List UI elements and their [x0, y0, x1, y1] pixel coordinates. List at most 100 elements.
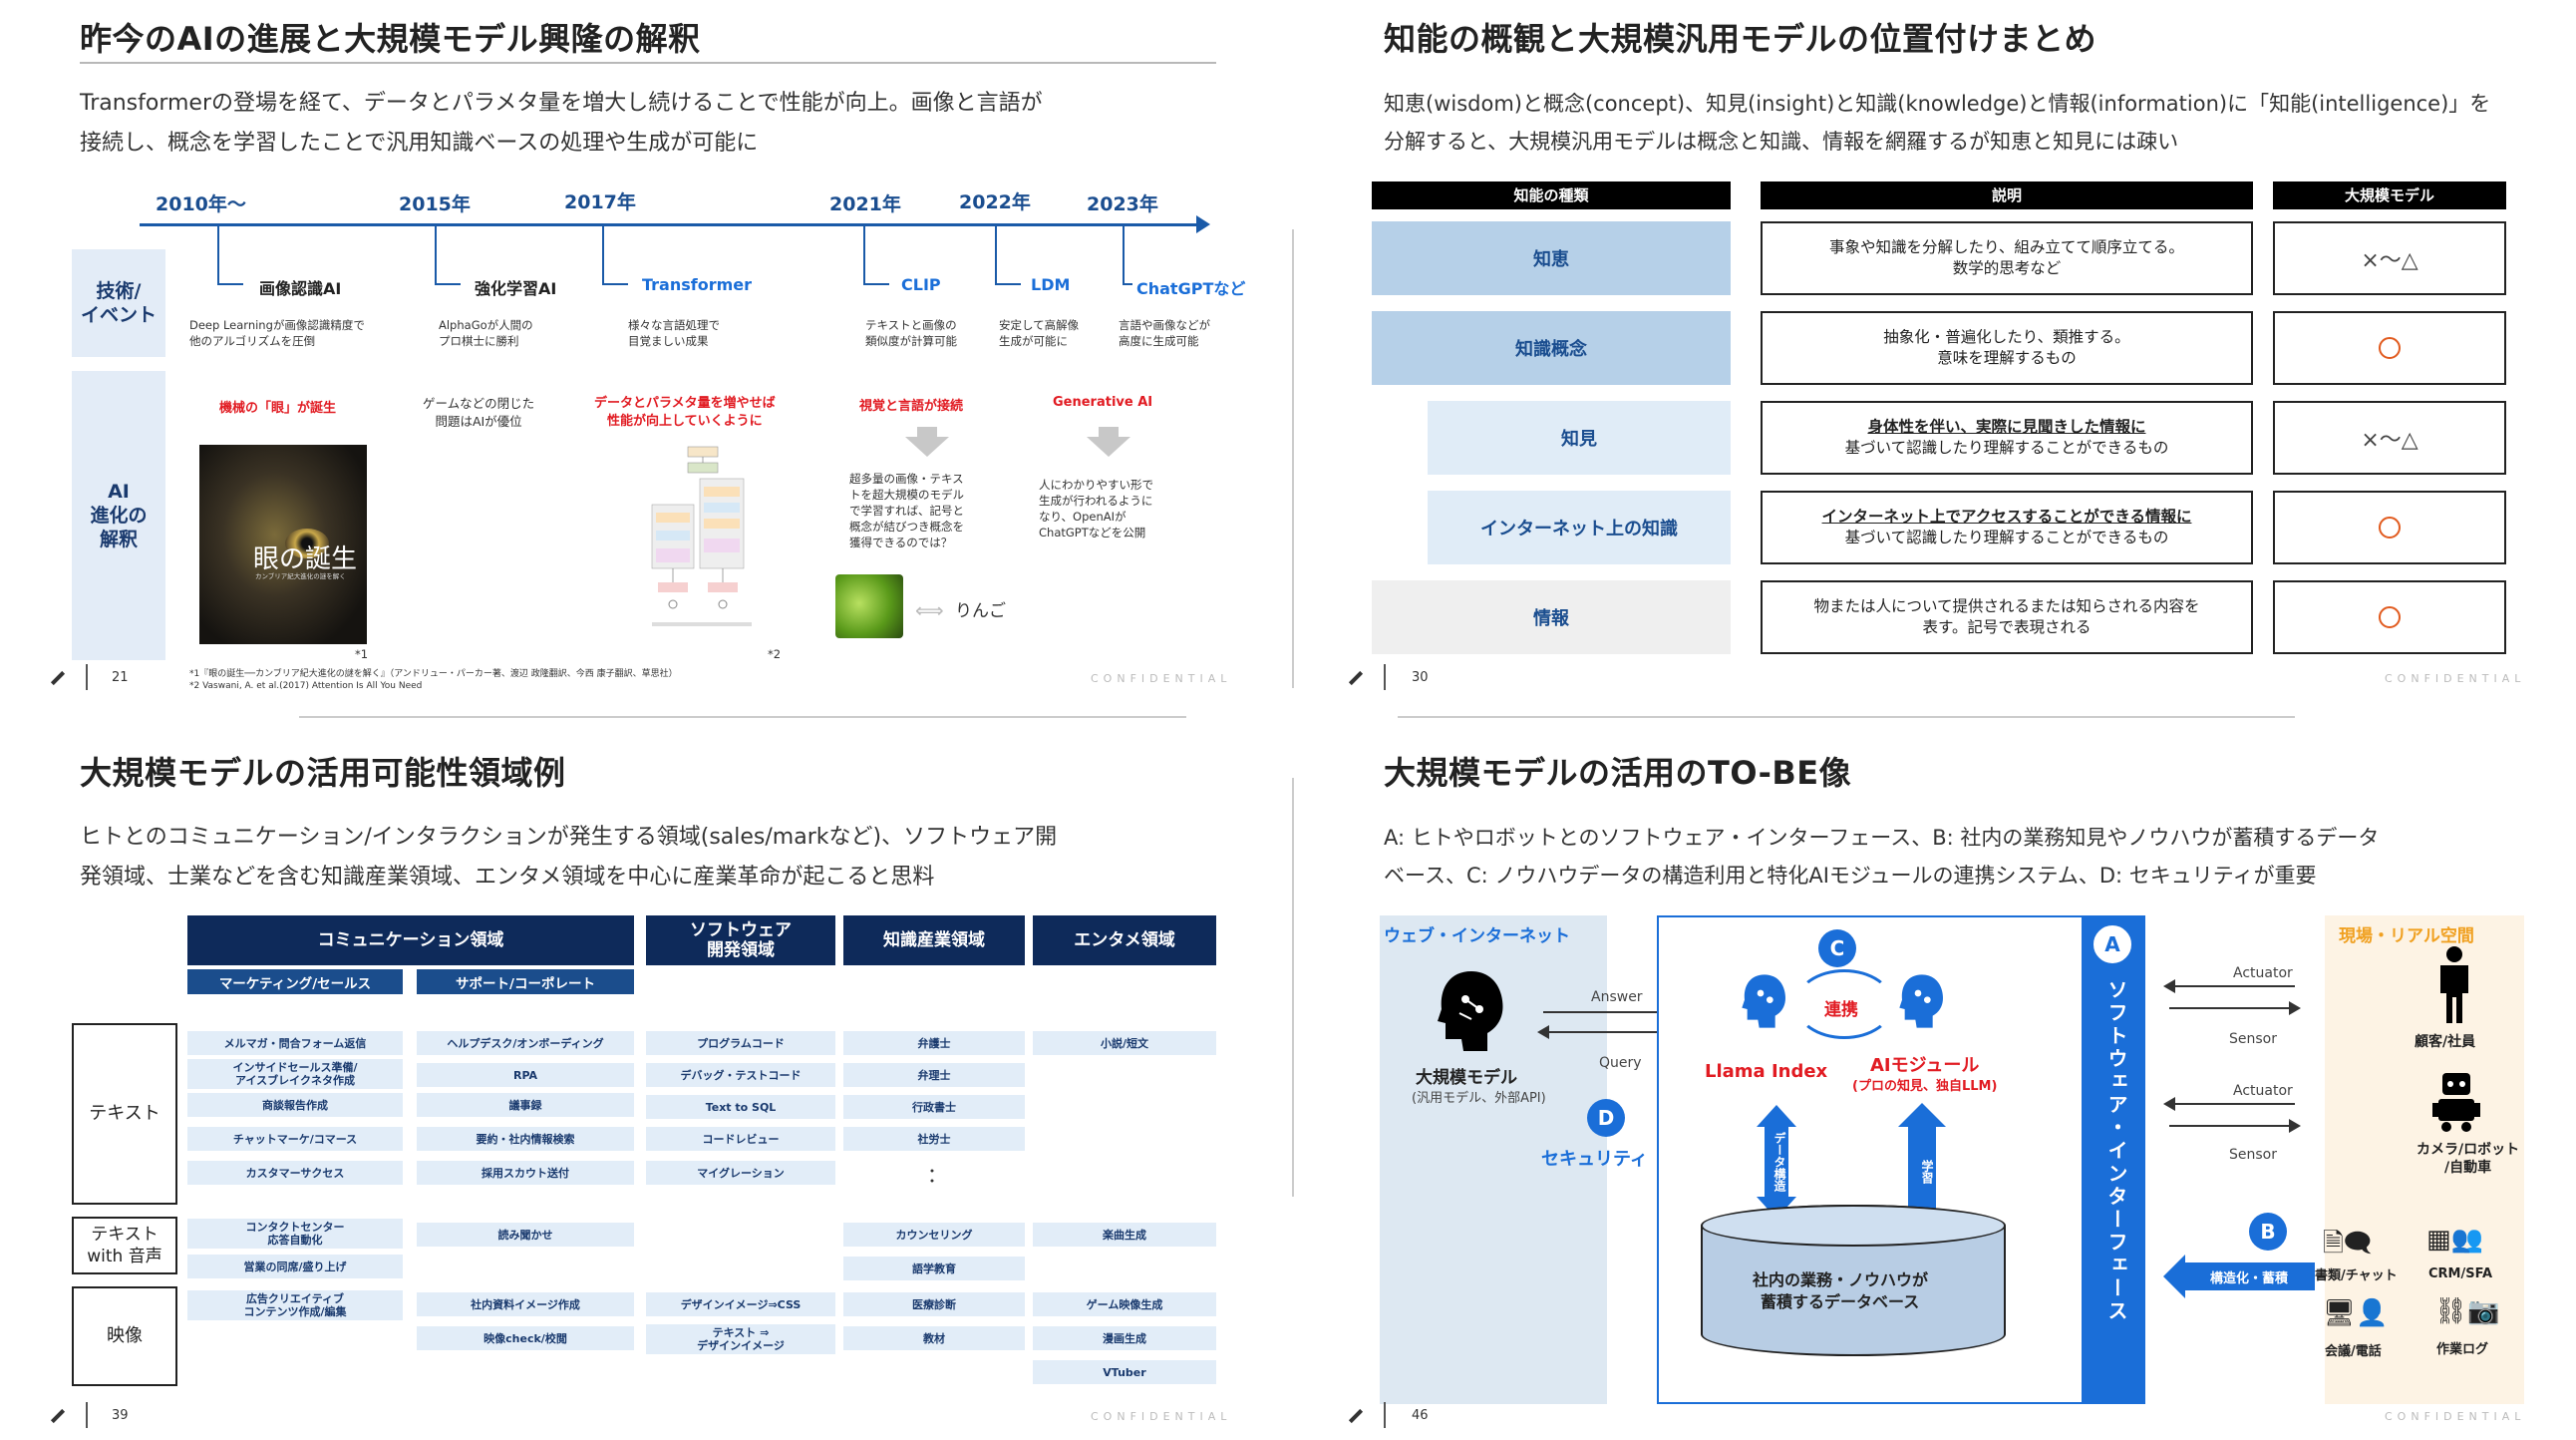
ai-head-game: ゲームなどの閉じた 問題はAIが優位: [423, 396, 535, 429]
large-model-label: 大規模モデル: [1416, 1068, 1517, 1088]
real-space-label: 現場・リアル空間: [2339, 926, 2474, 946]
worklog-label: 作業ログ: [2436, 1342, 2489, 1357]
meeting-label: 会議/電話: [2325, 1344, 2382, 1359]
type-wisdom: 知恵: [1372, 221, 1731, 295]
row-label-text-audio: テキスト with 音声: [72, 1217, 177, 1274]
footer-divider: [1384, 1402, 1386, 1428]
cell-newsletter: メルマガ・問合フォーム返信: [187, 1031, 403, 1055]
actuator-arrowhead-2: [2163, 1097, 2175, 1111]
slide-ai-progress: 昨今のAIの進展と大規模モデル興隆の解釈 Transformerの登場を経て、デ…: [0, 0, 1288, 710]
sensor-label-2: Sensor: [2229, 1147, 2277, 1163]
cell-vtuber: VTuber: [1033, 1360, 1216, 1384]
cell-minutes: 議事録: [417, 1093, 634, 1117]
cell-helpdesk: ヘルプデスク/オンボーディング: [417, 1031, 634, 1055]
pen-icon: [50, 1408, 66, 1424]
event-clip: CLIP: [901, 275, 941, 294]
event-reinforcement: 強化学習AI: [475, 279, 557, 298]
col-header-entertainment: エンタメ領域: [1033, 915, 1216, 965]
cell-lawyer: 弁護士: [843, 1031, 1025, 1055]
event-transformer: Transformer: [642, 275, 753, 294]
cell-text-design: テキスト ⇒ デザインイメージ: [646, 1324, 835, 1354]
slide-title: 大規模モデルの活用のTO-BE像: [1384, 754, 1852, 792]
cell-program-code: プログラムコード: [646, 1031, 835, 1055]
row-label-video: 映像: [72, 1286, 177, 1386]
col-header-knowledge: 知識産業領域: [843, 915, 1025, 965]
down-arrow-clip: [905, 437, 949, 457]
tick-2022: [995, 223, 997, 285]
cell-novel: 小説/短文: [1033, 1031, 1216, 1055]
horizontal-divider-left: [299, 716, 1186, 718]
actuator-arrow-1: [2169, 985, 2295, 987]
event-desc-3: テキストと画像の類似度が計算可能: [865, 318, 957, 348]
cell-music-generation: 楽曲生成: [1033, 1223, 1216, 1247]
crm-team-icon: ▦👥: [2426, 1225, 2483, 1255]
cat-eye-icon: [285, 529, 329, 558]
circle-mark-icon: [2379, 517, 2401, 539]
event-desc-4: 安定して高解像生成が可能に: [999, 318, 1080, 348]
horizontal-divider-right: [1398, 716, 2295, 718]
tick-2017: [602, 223, 604, 285]
year-2017: 2017年: [564, 191, 636, 213]
circle-mark-icon: [2379, 337, 2401, 359]
desc-concept: 抽象化・普遍化したり、類推する。意味を理解するもの: [1761, 311, 2253, 385]
down-arrow-clip-stem: [917, 427, 937, 439]
year-2023: 2023年: [1087, 193, 1158, 215]
ai-head-vision-language: 視覚と言語が接続: [859, 399, 964, 414]
actuator-label-2: Actuator: [2233, 1083, 2293, 1099]
footer-divider: [1384, 664, 1386, 690]
ai-module-head-icon: [1898, 973, 1946, 1029]
col-header-software: ソフトウェア 開発領域: [646, 915, 835, 965]
actuator-arrow-2: [2169, 1103, 2295, 1105]
cell-deal-report: 商談報告作成: [187, 1093, 403, 1117]
camera-robot-label: カメラ/ロボット /自動車: [2416, 1142, 2520, 1176]
database-top: [1701, 1205, 2006, 1247]
crm-label: CRM/SFA: [2428, 1266, 2493, 1281]
page-number: 30: [1412, 670, 1429, 685]
elbow-2010: [217, 283, 243, 285]
db-text-1: 社内の業務・ノウハウが: [1753, 1270, 1929, 1289]
footer-divider: [86, 664, 88, 690]
down-arrow-genai-stem: [1099, 427, 1119, 439]
year-2021: 2021年: [829, 193, 901, 215]
cell-manga-generation: 漫画生成: [1033, 1326, 1216, 1350]
timeline-axis: [140, 223, 1196, 226]
desc-insight: 身体性を伴い、実際に見聞きした情報に基づいて認識したり理解することができるもの: [1761, 401, 2253, 475]
col-header-communication: コミュニケーション領域: [187, 915, 634, 965]
tick-2015: [435, 223, 437, 285]
cell-inside-sales: インサイドセールス準備/ アイスブレイクネタ作成: [187, 1059, 403, 1089]
badge-a: A: [2093, 925, 2131, 963]
event-chatgpt: ChatGPTなど: [1136, 279, 1246, 298]
event-image-recognition: 画像認識AI: [259, 279, 342, 298]
footer-divider: [86, 1402, 88, 1428]
docs-label: 書類/チャット: [2315, 1268, 2398, 1283]
elbow-2021: [863, 283, 889, 285]
elbow-2017: [602, 283, 628, 285]
cell-medical-diagnosis: 医療診断: [843, 1292, 1025, 1316]
structuring-label: 構造化・蓄積: [2183, 1262, 2315, 1290]
sub-header-support: サポート/コーポレート: [417, 969, 634, 997]
cell-chat-commerce: チャットマーケ/コマース: [187, 1127, 403, 1151]
learning-arrowhead: [1898, 1103, 1946, 1127]
elbow-2022: [995, 283, 1021, 285]
confidential-mark: CONFIDENTIAL: [2385, 1410, 2526, 1423]
slide-title: 大規模モデルの活用可能性領域例: [80, 754, 566, 792]
cell-customer-success: カスタマーサクセス: [187, 1161, 403, 1185]
person-icon: [2434, 945, 2474, 1023]
event-desc-2: 様々な言語処理で目覚ましい成果: [628, 318, 720, 348]
page-number: 39: [112, 1408, 129, 1423]
cell-debug-test: デバッグ・テストコード: [646, 1063, 835, 1087]
footnotes: *1『眼の誕生──カンブリア紀大進化の謎を解く』（アンドリュー・パーカー著、渡辺…: [189, 669, 678, 691]
cell-sales-accompany: 営業の同席/盛り上げ: [187, 1255, 403, 1278]
footnote-marker-1: *1: [355, 647, 369, 661]
tick-2023: [1123, 223, 1125, 285]
cell-video-check: 映像check/校閲: [417, 1326, 634, 1350]
slide-title: 昨今のAIの進展と大規模モデル興隆の解釈: [80, 20, 701, 58]
cell-summary-search: 要約・社内情報検索: [417, 1127, 634, 1151]
apple-image: [835, 574, 903, 638]
pen-icon: [1348, 670, 1364, 686]
sensor-arrow-2: [2169, 1125, 2295, 1127]
cell-ad-creative: 広告クリエイティブ コンテンツ作成/編集: [187, 1290, 403, 1320]
circle-mark-icon: [2379, 606, 2401, 628]
mark-information: [2273, 580, 2506, 654]
